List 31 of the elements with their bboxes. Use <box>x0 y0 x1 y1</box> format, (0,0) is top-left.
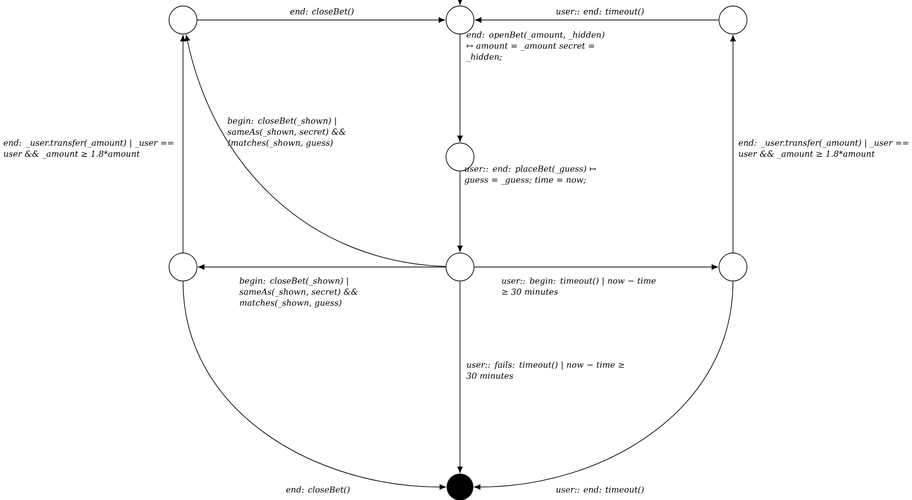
state-circle <box>446 252 474 282</box>
edge-label: end: closeBet() <box>286 486 350 494</box>
edge-label: user:: fails: timeout() | now − time ≥ 30 minutes <box>466 361 624 379</box>
edge-label: user:: begin: timeout() | now − time ≥ 30 minutes <box>502 277 656 295</box>
arrow <box>457 171 463 252</box>
edge-label: end: _user.transfer(_amount) | _user == user && _amount ≥ 1.8*amount <box>4 139 174 159</box>
arrow <box>457 281 463 473</box>
arrow <box>180 35 186 253</box>
arrow <box>182 281 446 490</box>
edge-label: end: openBet(_amount, _hidden) ↦ amount = _amount secret = _hidden; <box>466 31 604 62</box>
final-state-dot <box>446 474 474 500</box>
edge-label: end: closeBet() <box>290 8 354 16</box>
arrow <box>475 17 719 23</box>
arrow <box>184 34 446 267</box>
arrow <box>457 0 463 5</box>
arrow <box>198 264 446 270</box>
arrow <box>457 34 463 142</box>
edge-label: end: _user.transfer(_amount) | _user == user && _amount ≥ 1.8*amount <box>738 139 908 159</box>
state-circle <box>718 252 748 282</box>
edge-label: user:: end: timeout() <box>556 486 644 494</box>
state-circle <box>168 6 198 34</box>
state-circle <box>168 252 198 282</box>
edge-label: begin: closeBet(_shown) | sameAs(_shown, secret) && matches(_shown, guess) <box>239 277 358 308</box>
arrow <box>474 264 718 270</box>
edge-label: begin: closeBet(_shown) | sameAs(_shown, secret) && !matches(_shown, guess) <box>227 117 346 148</box>
arrow <box>197 17 445 23</box>
arrow <box>474 281 734 490</box>
arrow <box>730 35 736 253</box>
edge-label: user:: end: timeout() <box>556 8 644 16</box>
edge-label: user:: end: placeBet(_guess) ↦ guess = _guess; time = now; <box>464 165 596 185</box>
state-circle <box>718 6 748 34</box>
